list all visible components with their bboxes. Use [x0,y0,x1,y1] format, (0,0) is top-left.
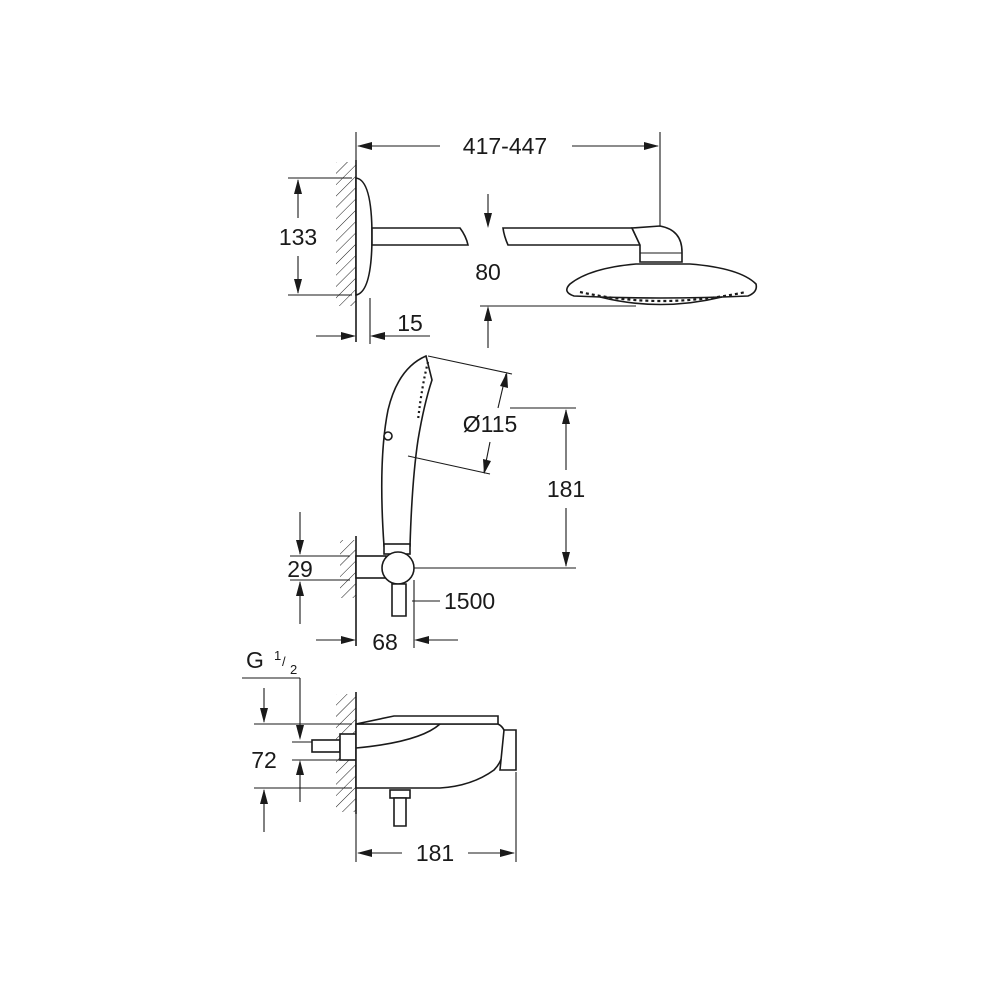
arrow-height-bottom [260,789,268,804]
wall-hatch-middle [340,540,356,598]
thread-fraction-den: 2 [290,662,297,677]
outlet-hose [393,797,407,827]
connection-pipe [311,739,341,753]
thread-fraction-slash: / [282,654,286,669]
hand-shower-face [416,361,430,421]
hose [391,583,407,617]
dim-thermostat-width: 181 [416,840,454,866]
dim-holder-projection: 68 [372,629,398,655]
dim-arm-drop: 80 [475,259,501,285]
ext-line-diam-top [427,355,513,375]
arrow-arm-right [644,142,659,150]
arrow-flange-top [294,179,302,194]
arrow-depth-left [341,332,356,340]
arrow-thread [296,725,304,740]
dim-flange-height: 133 [279,224,317,250]
wall-hatch-top [336,162,356,306]
arrow-projection-left [341,636,356,644]
wall-flange [355,177,373,296]
arrow-diam-top [500,372,508,388]
shower-arm-left [371,227,469,246]
arrow-thread-bottom [296,760,304,775]
connection-nut [339,733,357,761]
arrow-projection-right [414,636,429,644]
ext-line-diam-bottom [407,455,491,475]
thread-label: G [246,647,264,673]
thermostat-curve [355,723,441,749]
dim-holder-offset: 29 [287,556,313,582]
arrow-holder-bottom [296,581,304,596]
dim-connection-height: 72 [251,747,277,773]
shower-head-nozzles [579,290,747,303]
arrow-depth-right [370,332,385,340]
thermostat-view: G 1 / 2 72 181 [242,647,517,866]
hand-shower-handle [380,354,433,547]
arrow-flange-bottom [294,279,302,294]
arrow-height-top [260,708,268,723]
arrow-handle-top [562,409,570,424]
arrow-width-right [500,849,515,857]
arrow-diam-bottom [483,459,491,474]
arrow-arm-left [357,142,372,150]
shower-arm-elbow [630,225,683,263]
hand-shower-view: Ø115 181 29 1500 68 [287,354,585,655]
arrow-drop-bottom [484,306,492,321]
thermostat-handle [499,729,517,771]
head-shower-view: 417-447 133 80 15 [279,132,758,348]
thread-fraction-num: 1 [274,648,281,663]
dim-flange-depth: 15 [397,310,423,336]
arrow-drop-top [484,213,492,228]
dim-arm-length: 417-447 [463,133,547,159]
spray-button [383,431,393,441]
shower-head [566,263,758,299]
shower-head-bottom [599,296,723,306]
thermostat-shelf [355,715,499,725]
dim-head-diameter: Ø115 [463,411,518,437]
arrow-width-left [357,849,372,857]
holder-ball [381,551,415,585]
thermostat-body [355,723,507,789]
dim-handle-height: 181 [547,476,585,502]
shower-arm-right [502,227,642,246]
arrow-holder-top [296,540,304,555]
arrow-handle-bottom [562,552,570,567]
outlet-nut [389,789,411,799]
dim-hose-length: 1500 [444,588,495,614]
